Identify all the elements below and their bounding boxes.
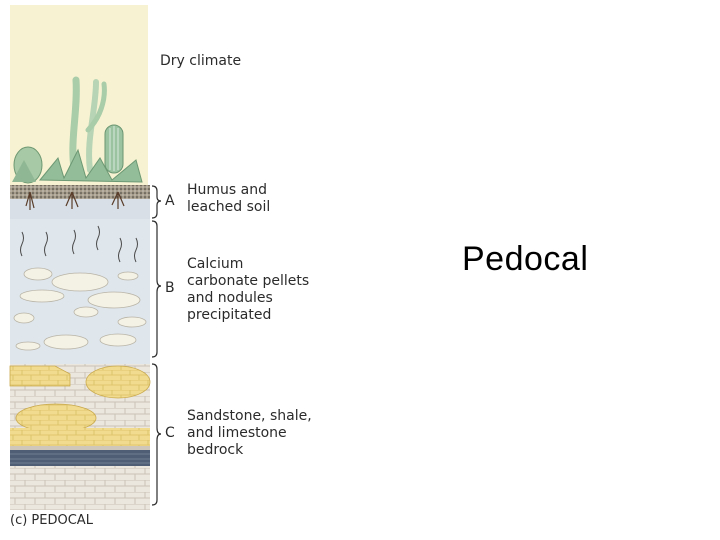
horizon-braces	[151, 185, 162, 506]
horizon-c-line-1: Sandstone, shale,	[187, 408, 312, 424]
climate-label: Dry climate	[160, 53, 242, 69]
horizon-b-line-3: and nodules	[187, 290, 273, 306]
horizon-letter-a: A	[165, 193, 175, 209]
horizon-c-description: Sandstone, shale, and limestone bedrock	[187, 408, 312, 459]
slide-title: Pedocal	[462, 240, 589, 278]
horizon-a-line-1: Humus and	[187, 182, 267, 198]
horizon-a-line-2: leached soil	[187, 199, 271, 215]
horizon-letter-b: B	[165, 280, 175, 296]
horizon-a-topsoil	[10, 185, 150, 199]
figure-caption: (c) PEDOCAL	[10, 513, 93, 528]
horizon-b-line-4: precipitated	[187, 307, 272, 323]
horizon-b-description: Calcium carbonate pellets and nodules pr…	[187, 256, 309, 324]
horizon-c-line-3: bedrock	[187, 442, 244, 458]
horizon-b-line-1: Calcium	[187, 256, 244, 272]
carbonate-nodules	[13, 267, 147, 351]
horizon-b-line-2: carbonate pellets	[187, 273, 310, 289]
desert-plants-illustration	[12, 76, 143, 184]
horizon-letter-c: C	[165, 425, 175, 441]
shale-layer	[10, 450, 150, 466]
roots	[25, 191, 125, 210]
horizon-a-description: Humus and leached soil	[187, 182, 270, 216]
horizon-c-line-2: and limestone	[187, 425, 287, 441]
